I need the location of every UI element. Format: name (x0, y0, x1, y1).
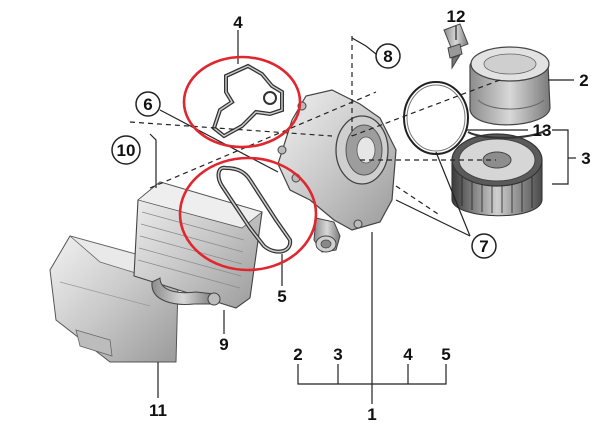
part-13-seal (467, 129, 547, 139)
highlight-circles (178, 55, 318, 272)
label-12: 12 (447, 7, 466, 26)
label-8: 8 (383, 47, 392, 66)
label-ring-8 (375, 43, 401, 69)
label-ring-6 (135, 91, 161, 117)
label-ring-10 (111, 135, 141, 165)
label-7: 7 (479, 237, 488, 256)
label-5: 5 (277, 287, 286, 306)
highlight-circle-gasket-4 (182, 55, 302, 149)
callout-labels: 12 4 8 2 6 13 10 3 7 5 9 11 1 (117, 7, 591, 424)
assembly-group-labels: 2 3 4 5 (293, 345, 450, 364)
label-13: 13 (533, 121, 552, 140)
label-2: 2 (579, 71, 588, 90)
highlight-circle-gasket-5 (178, 156, 318, 272)
part-9-oil-cooler (133, 181, 263, 309)
group-label-5: 5 (441, 345, 450, 364)
part-1-filter-housing (277, 89, 397, 253)
label-1: 1 (367, 405, 376, 424)
label-3: 3 (581, 149, 590, 168)
group-label-3: 3 (333, 345, 342, 364)
label-11: 11 (149, 401, 167, 420)
label-10: 10 (117, 141, 136, 160)
label-9: 9 (219, 335, 228, 354)
part-3-filter-element (451, 133, 543, 217)
part-2-filter-cap (469, 46, 551, 126)
label-6: 6 (143, 95, 152, 114)
label-4: 4 (233, 13, 243, 32)
part-4-gasket (211, 63, 284, 139)
group-label-2: 2 (293, 345, 302, 364)
label-ring-7 (471, 233, 497, 259)
part-5-gasket (216, 165, 293, 254)
group-label-4: 4 (403, 345, 413, 364)
leader-lines (149, 26, 576, 404)
assembly-axis-lines (129, 36, 501, 215)
part-7-o-ring (403, 81, 469, 155)
circled-labels (111, 43, 497, 259)
